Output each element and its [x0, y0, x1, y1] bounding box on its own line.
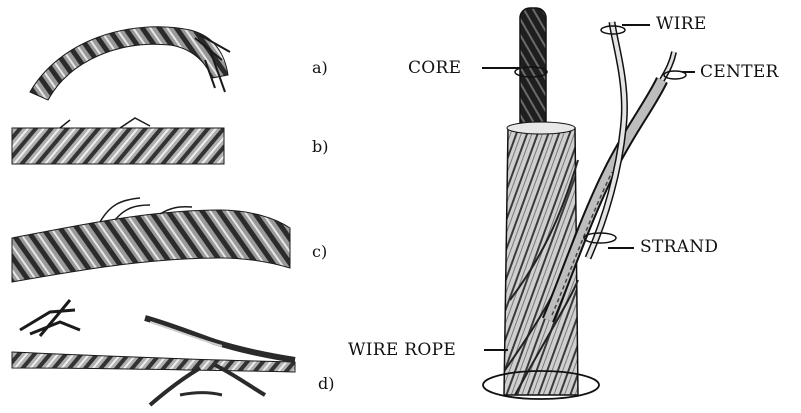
- panel-caption-c: c): [312, 242, 327, 261]
- label-strand: STRAND: [640, 237, 718, 257]
- label-core: CORE: [408, 58, 461, 78]
- wire-rope-illustration: [483, 8, 686, 399]
- rope-sample-c: [12, 198, 290, 282]
- rope-sample-b: [12, 118, 224, 164]
- panel-caption-b: b): [312, 137, 328, 156]
- rope-sample-d: [12, 300, 295, 405]
- label-wire: WIRE: [656, 14, 707, 34]
- label-center: CENTER: [700, 62, 779, 82]
- panel-caption-a: a): [312, 58, 328, 77]
- panel-caption-d: d): [318, 374, 334, 393]
- rope-sample-a: [30, 27, 230, 100]
- label-wire-rope: WIRE ROPE: [348, 340, 456, 360]
